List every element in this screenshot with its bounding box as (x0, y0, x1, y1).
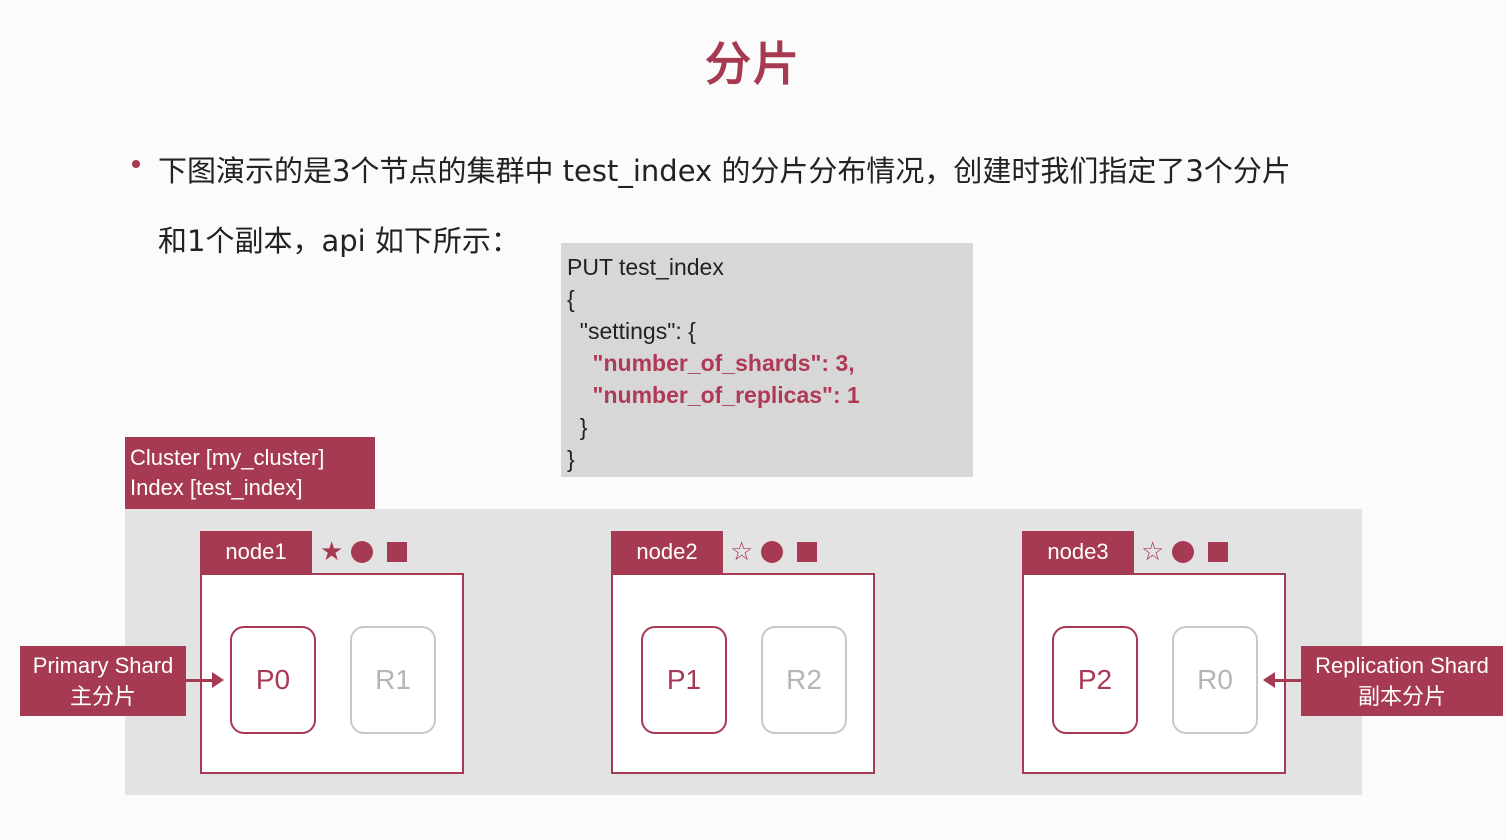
description-line-2: 和1个副本，api 如下所示： (158, 224, 520, 258)
replication-shard-label-en: Replication Shard (1315, 653, 1489, 678)
replica-shard: R2 (761, 626, 847, 734)
code-line: { (567, 286, 575, 312)
arrow-left-icon (1263, 672, 1275, 688)
star-outline-icon: ☆ (730, 537, 754, 567)
code-line: } (567, 414, 588, 440)
square-icon (797, 542, 818, 562)
code-line: PUT test_index (567, 254, 724, 280)
slide-title: 分片 (705, 37, 801, 91)
bullet-icon (132, 160, 140, 168)
circle-icon (351, 541, 374, 563)
node-box-node1: P0 R1 (200, 573, 464, 774)
node3-role-icons: ☆ (1141, 531, 1229, 573)
node-box-node2: P1 R2 (611, 573, 875, 774)
primary-arrow-line (186, 679, 214, 682)
node1-role-icons: ★ (320, 531, 408, 573)
node-tab-node3: node3 (1022, 531, 1134, 573)
primary-shard: P1 (641, 626, 727, 734)
cluster-name: Cluster [my_cluster] (130, 445, 325, 470)
star-filled-icon: ★ (320, 537, 344, 567)
code-line: "settings": { (567, 318, 696, 344)
primary-shard-label-zh: 主分片 (69, 684, 136, 709)
node-tab-node1: node1 (200, 531, 312, 573)
code-line: } (567, 446, 575, 472)
node-box-node3: P2 R0 (1022, 573, 1286, 774)
node2-role-icons: ☆ (730, 531, 818, 573)
replica-arrow-line (1274, 679, 1301, 682)
circle-icon (761, 541, 784, 563)
cluster-label: Cluster [my_cluster] Index [test_index] (125, 437, 375, 509)
primary-shard: P2 (1052, 626, 1138, 734)
square-icon (387, 542, 408, 562)
index-name: Index [test_index] (130, 475, 303, 500)
description: 下图演示的是3个节点的集群中 test_index 的分片分布情况，创建时我们指… (158, 136, 1398, 276)
arrow-right-icon (212, 672, 224, 688)
primary-shard-label-en: Primary Shard (32, 653, 174, 678)
circle-icon (1172, 541, 1195, 563)
replica-shard: R0 (1172, 626, 1258, 734)
api-code-block: PUT test_index { "settings": { "number_of… (561, 243, 973, 477)
code-line-shards: "number_of_shards": 3, (567, 350, 855, 376)
square-icon (1208, 542, 1229, 562)
description-line-1: 下图演示的是3个节点的集群中 test_index 的分片分布情况，创建时我们指… (158, 154, 1291, 188)
primary-shard-label: Primary Shard 主分片 (20, 646, 186, 716)
replication-shard-label: Replication Shard 副本分片 (1301, 646, 1503, 716)
primary-shard: P0 (230, 626, 316, 734)
star-outline-icon: ☆ (1141, 537, 1165, 567)
replica-shard: R1 (350, 626, 436, 734)
code-line-replicas: "number_of_replicas": 1 (567, 382, 860, 408)
replication-shard-label-zh: 副本分片 (1357, 684, 1446, 709)
node-tab-node2: node2 (611, 531, 723, 573)
